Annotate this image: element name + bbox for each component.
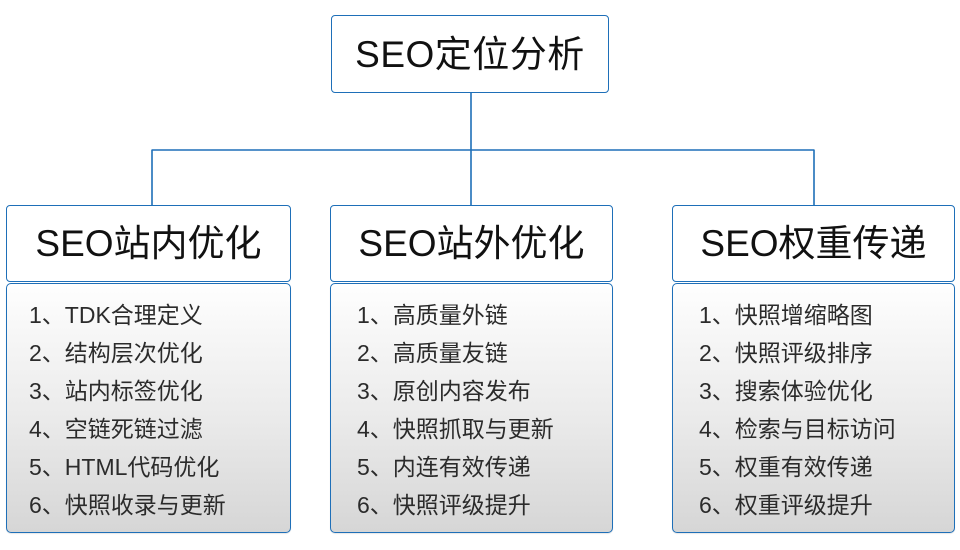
list-item: 6、快照收录与更新 — [29, 492, 226, 518]
list-item: 6、快照评级提升 — [357, 492, 531, 518]
list-item: 6、权重评级提升 — [699, 492, 873, 518]
list-item: 5、HTML代码优化 — [29, 454, 220, 480]
list-item: 4、快照抓取与更新 — [357, 416, 554, 442]
root-node: SEO定位分析 — [331, 15, 609, 93]
list-item: 5、权重有效传递 — [699, 454, 873, 480]
list-item: 5、内连有效传递 — [357, 454, 531, 480]
list-item: 4、空链死链过滤 — [29, 416, 203, 442]
branch-body-2: 1、高质量外链 2、高质量友链 3、原创内容发布 4、快照抓取与更新 5、内连有… — [330, 283, 613, 533]
branch-column-3: SEO权重传递 1、快照增缩略图 2、快照评级排序 3、搜索体验优化 4、检索与… — [672, 205, 955, 533]
list-item: 2、结构层次优化 — [29, 340, 203, 366]
list-item: 3、原创内容发布 — [357, 378, 531, 404]
branch-column-1: SEO站内优化 1、TDK合理定义 2、结构层次优化 3、站内标签优化 4、空链… — [6, 205, 291, 533]
branch-column-2: SEO站外优化 1、高质量外链 2、高质量友链 3、原创内容发布 4、快照抓取与… — [330, 205, 613, 533]
branch-body-3: 1、快照增缩略图 2、快照评级排序 3、搜索体验优化 4、检索与目标访问 5、权… — [672, 283, 955, 533]
list-item: 3、搜索体验优化 — [699, 378, 873, 404]
list-item: 3、站内标签优化 — [29, 378, 203, 404]
list-item: 2、快照评级排序 — [699, 340, 873, 366]
list-item: 1、高质量外链 — [357, 302, 508, 328]
branch-header-label-2: SEO站外优化 — [358, 223, 585, 264]
branch-body-1: 1、TDK合理定义 2、结构层次优化 3、站内标签优化 4、空链死链过滤 5、H… — [6, 283, 291, 533]
list-item: 1、TDK合理定义 — [29, 302, 203, 328]
branch-header-3: SEO权重传递 — [672, 205, 955, 282]
branch-header-1: SEO站内优化 — [6, 205, 291, 282]
branch-header-2: SEO站外优化 — [330, 205, 613, 282]
list-item: 4、检索与目标访问 — [699, 416, 896, 442]
branch-header-label-3: SEO权重传递 — [700, 223, 927, 264]
branch-header-label-1: SEO站内优化 — [35, 223, 262, 264]
list-item: 2、高质量友链 — [357, 340, 508, 366]
root-node-label: SEO定位分析 — [355, 33, 585, 75]
list-item: 1、快照增缩略图 — [699, 302, 873, 328]
